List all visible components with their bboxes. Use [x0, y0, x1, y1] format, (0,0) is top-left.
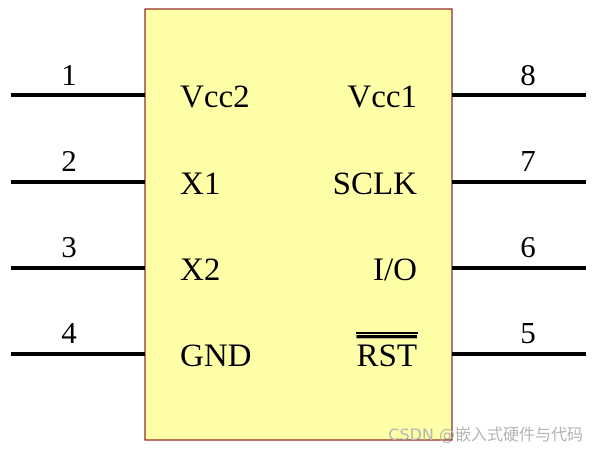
pin-label: SCLK [333, 166, 418, 202]
left-pin-2: 2 X1 [11, 143, 220, 202]
pin-label: X1 [180, 166, 220, 202]
chip-body [144, 8, 453, 441]
pin-number: 2 [61, 143, 77, 178]
pin-number: 5 [520, 315, 536, 350]
left-pin-4: 4 GND [11, 315, 252, 374]
pin-label: I/O [373, 252, 417, 288]
right-pin-8: 8 Vcc1 [347, 57, 586, 115]
left-pin-3: 3 X2 [11, 229, 220, 288]
pin-number: 7 [520, 143, 536, 178]
pin-number: 8 [520, 57, 536, 92]
pin-number: 3 [61, 229, 77, 264]
pin-label: Vcc2 [180, 79, 250, 115]
pin-number: 1 [61, 57, 77, 92]
left-pin-1: 1 Vcc2 [11, 57, 250, 115]
right-pin-6: 6 I/O [373, 229, 586, 288]
pin-number: 4 [61, 315, 77, 350]
pin-number: 6 [520, 229, 536, 264]
pin-label: GND [180, 338, 252, 374]
right-pin-7: 7 SCLK [333, 143, 586, 202]
watermark: CSDN @嵌入式硬件与代码 [388, 425, 583, 444]
right-pin-5: 5 RST [356, 315, 586, 374]
pin-label-rst: RST [356, 338, 417, 374]
pin-label: Vcc1 [347, 79, 417, 115]
pin-label: X2 [180, 252, 220, 288]
